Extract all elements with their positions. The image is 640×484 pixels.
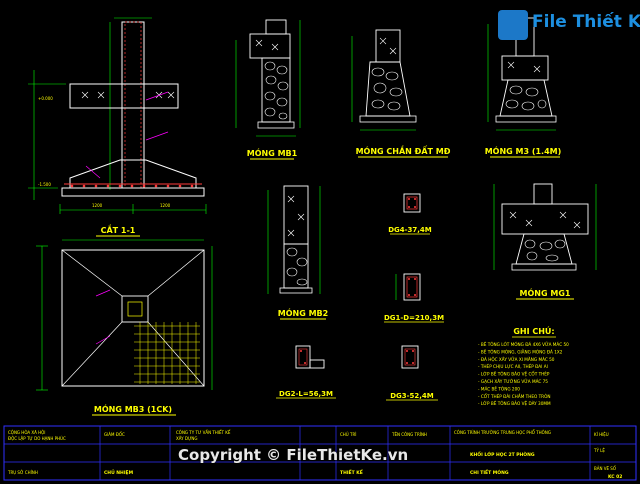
tb-design: THIẾT KẾ bbox=[340, 468, 364, 476]
tb-drawing-name: CHI TIẾT MÓNG bbox=[470, 468, 509, 476]
svg-text:1200: 1200 bbox=[92, 203, 103, 208]
file-thiet-ke-logo: File Thiết Kế bbox=[498, 8, 640, 44]
svg-text:BẢN VẼ SỐ: BẢN VẼ SỐ bbox=[594, 466, 616, 471]
tb-approved: CHỦ NHIỆM bbox=[104, 468, 134, 476]
note-line: - BÊ TÔNG LÓT MÓNG ĐÁ 4X6 VỮA MÁC 50 bbox=[478, 342, 569, 347]
svg-text:ĐỘC LẬP TỰ DO HẠNH PHÚC: ĐỘC LẬP TỰ DO HẠNH PHÚC bbox=[8, 436, 66, 441]
note-line: - ĐÁ HỘC XÂY VỮA XI MĂNG MÁC 50 bbox=[478, 357, 555, 362]
detail-mong-mb2: MÓNG MB2 bbox=[267, 185, 328, 320]
label-mong-chan-dat: MÓNG CHẮN ĐẤT MĐ bbox=[356, 144, 451, 156]
notes-title: GHI CHÚ: bbox=[513, 325, 554, 336]
detail-dg3: DG3-52,4M bbox=[386, 345, 438, 401]
svg-text:CHỦ TRÌ: CHỦ TRÌ bbox=[340, 432, 356, 437]
rebar-dots bbox=[70, 184, 194, 188]
note-line: - MÁC BÊ TÔNG 200 bbox=[478, 386, 520, 391]
label-mong-mb2: MÓNG MB2 bbox=[278, 307, 328, 318]
label-dg4: DG4-37,4M bbox=[388, 226, 432, 234]
note-line: - LỚP BÊ TÔNG BẢO VỆ CỐT THÉP bbox=[478, 372, 550, 377]
label-mong-mb3: MÓNG MB3 (1CK) bbox=[94, 403, 172, 414]
svg-text:CỘNG HÒA XÃ HỘI: CỘNG HÒA XÃ HỘI bbox=[8, 430, 45, 435]
logo-text: File Thiết Kế bbox=[532, 12, 640, 32]
label-dg3: DG3-52,4M bbox=[390, 392, 434, 400]
detail-mong-m3: MÓNG M3 (1.4M) bbox=[485, 17, 562, 158]
svg-text:CÔNG TRÌNH TRƯỜNG TRUNG HỌC PH: CÔNG TRÌNH TRƯỜNG TRUNG HỌC PHỔ THÔNG bbox=[454, 430, 551, 435]
detail-mong-chan-dat: MÓNG CHẮN ĐẤT MĐ bbox=[351, 29, 451, 158]
title-block: CỘNG HÒA XÃ HỘI ĐỘC LẬP TỰ DO HẠNH PHÚC … bbox=[3, 425, 637, 481]
label-mong-mb1: MÓNG MB1 bbox=[247, 147, 298, 158]
svg-text:XÂY DỰNG: XÂY DỰNG bbox=[176, 436, 197, 441]
detail-mong-mb1: MÓNG MB1 bbox=[235, 19, 301, 160]
detail-dg1: DG1-D=210,3M bbox=[384, 273, 444, 323]
note-line: - THÉP CHỊU LỰC AII, THÉP ĐAI AI bbox=[478, 364, 548, 369]
rebar-grid bbox=[134, 322, 200, 384]
label-dg1: DG1-D=210,3M bbox=[384, 314, 444, 322]
notes-block: GHI CHÚ: - BÊ TÔNG LÓT MÓNG ĐÁ 4X6 VỮA M… bbox=[478, 325, 569, 406]
svg-text:1200: 1200 bbox=[160, 203, 171, 208]
detail-dg2: DG2-L=56,3M bbox=[276, 345, 336, 399]
label-dg2: DG2-L=56,3M bbox=[279, 390, 333, 398]
tb-project: KHỐI LỚP HỌC 2T PHÒNG bbox=[470, 450, 535, 458]
svg-text:GIÁM ĐỐC: GIÁM ĐỐC bbox=[104, 432, 125, 437]
tb-sheet: KC 02 bbox=[608, 474, 622, 480]
svg-text:CÔNG TY TƯ VẤN THIẾT KẾ: CÔNG TY TƯ VẤN THIẾT KẾ bbox=[176, 429, 231, 435]
label-mong-m3: MÓNG M3 (1.4M) bbox=[485, 145, 562, 156]
logo-icon bbox=[498, 10, 528, 40]
label-cat-1-1: CẮT 1-1 bbox=[101, 223, 136, 235]
note-line: - GẠCH XÂY TƯỜNG VỮA MÁC 75 bbox=[478, 379, 548, 384]
copyright-watermark: Copyright © FileThietKe.vn bbox=[178, 446, 409, 464]
svg-text:+0.000: +0.000 bbox=[38, 96, 53, 101]
svg-text:KÍ HIỆU: KÍ HIỆU bbox=[594, 432, 609, 437]
note-line: - LỚP BÊ TÔNG BẢO VỆ DÀY 30MM bbox=[478, 401, 551, 406]
label-mong-mg1: MÓNG MG1 bbox=[520, 287, 571, 298]
detail-mong-mg1: MÓNG MG1 bbox=[493, 183, 597, 300]
svg-text:TỶ LỆ: TỶ LỆ bbox=[593, 448, 605, 453]
detail-mong-mb3-plan: MÓNG MB3 (1CK) bbox=[36, 239, 213, 416]
section-1-1: +0.000 -1.500 1200 1200 CẮT 1-1 bbox=[28, 17, 207, 237]
svg-text:TRỤ SỞ CHÍNH: TRỤ SỞ CHÍNH bbox=[7, 470, 38, 475]
detail-dg4: DG4-37,4M bbox=[388, 193, 432, 235]
svg-text:TÊN CÔNG TRÌNH: TÊN CÔNG TRÌNH bbox=[391, 432, 427, 437]
svg-text:-1.500: -1.500 bbox=[38, 182, 51, 187]
note-line: - BÊ TÔNG MÓNG, GIẰNG MÓNG ĐÁ 1X2 bbox=[478, 349, 563, 354]
note-line: - CỐT THÉP ĐÀI CHẦM THEO TRÒN bbox=[478, 394, 551, 399]
